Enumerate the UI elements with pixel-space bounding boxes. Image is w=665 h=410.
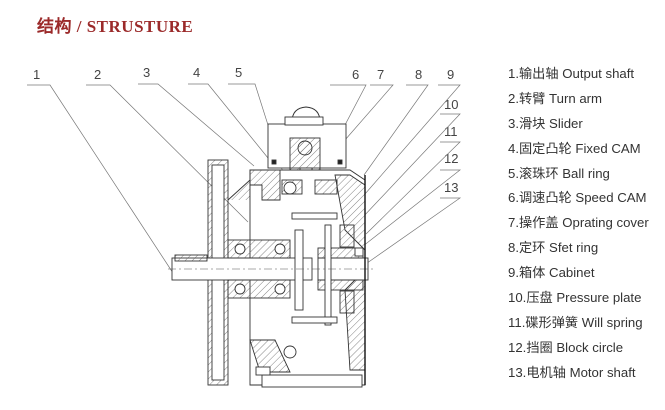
- bearing-upper: [227, 239, 291, 259]
- block-circle: [354, 247, 364, 257]
- legend-item: 12.挡圈 Block circle: [508, 336, 649, 361]
- leader-line-12: [357, 169, 462, 251]
- callout-7: 7: [377, 67, 384, 82]
- legend-en: Sfet ring: [549, 240, 599, 256]
- leader-line-3: [138, 83, 255, 167]
- legend-num: 4.: [508, 140, 519, 156]
- callout-10: 10: [444, 97, 458, 112]
- legend-item: 7.操作盖 Oprating cover: [508, 211, 649, 236]
- slider-ball: [297, 140, 313, 156]
- legend-zh: 滑块: [519, 115, 546, 131]
- legend-num: 5.: [508, 165, 519, 181]
- legend-en: Speed CAM: [575, 190, 647, 206]
- callout-2: 2: [94, 67, 101, 82]
- callout-4: 4: [193, 65, 200, 80]
- legend-en: Oprating cover: [562, 215, 649, 231]
- legend-num: 7.: [508, 215, 519, 231]
- legend-num: 1.: [508, 66, 519, 81]
- reducer-assembly: [171, 106, 369, 388]
- legend-en: Turn arm: [549, 90, 603, 106]
- legend-zh: 碟形弹簧: [525, 314, 579, 330]
- callout-6: 6: [352, 67, 359, 82]
- legend-num: 11.: [508, 314, 526, 330]
- legend-zh: 箱体: [519, 265, 546, 281]
- legend-item: 6.调速凸轮 Speed CAM: [508, 186, 649, 211]
- legend-num: 9.: [508, 265, 519, 281]
- callout-5: 5: [235, 65, 242, 80]
- leader-line-13: [359, 197, 462, 269]
- callout-12: 12: [444, 151, 458, 166]
- section-title: 结构 / STRUSTURE: [37, 17, 194, 36]
- callout-11: 11: [444, 124, 458, 139]
- legend-zh: 挡圈: [526, 339, 553, 355]
- legend-en: Fixed CAM: [575, 140, 641, 156]
- legend-zh: 定环: [519, 240, 546, 256]
- legend-item: 4.固定凸轮 Fixed CAM: [508, 137, 649, 162]
- legend-num: 6.: [508, 190, 519, 206]
- legend-zh: 电机轴: [526, 364, 566, 380]
- leader-line-10: [361, 113, 461, 219]
- legend-zh: 调速凸轮: [519, 190, 572, 206]
- legend-en: Will spring: [581, 314, 643, 330]
- legend-en: Ball ring: [562, 165, 610, 181]
- callout-labels: 1 2 3 4 5 6 7 8 9 10 11 12 13: [33, 65, 458, 195]
- leader-line-1: [27, 84, 174, 274]
- callout-13: 13: [444, 180, 458, 195]
- turn-arm: [294, 229, 304, 311]
- legend-num: 10.: [508, 290, 527, 306]
- speed-cam: [314, 179, 338, 195]
- legend-zh: 固定凸轮: [519, 140, 572, 156]
- leader-line-9: [357, 84, 461, 203]
- legend-en: Pressure plate: [556, 290, 642, 306]
- pressure-plate: [324, 224, 332, 326]
- legend-item: 11.碟形弹簧 Will spring: [508, 311, 649, 336]
- legend-en: Motor shaft: [569, 364, 636, 380]
- legend-item: 9.箱体 Cabinet: [508, 261, 649, 286]
- leader-line-11: [365, 141, 461, 235]
- legend-num: 2.: [508, 90, 519, 106]
- parts-legend: 1.输出轴 Output shaft 2.转臂 Turn arm 3.滑块 Sl…: [508, 62, 649, 386]
- legend-num: 12.: [508, 339, 527, 355]
- legend-item: 8.定环 Sfet ring: [508, 236, 649, 261]
- callout-9: 9: [447, 67, 454, 82]
- callout-3: 3: [143, 65, 150, 80]
- legend-en: Slider: [549, 115, 583, 131]
- legend-zh: 输出轴: [519, 66, 559, 81]
- bearing-lower: [227, 279, 291, 299]
- leader-line-7: [344, 84, 394, 141]
- ball-ring-bottom: [283, 345, 297, 359]
- legend-num: 8.: [508, 240, 519, 256]
- leader-line-8: [363, 84, 429, 176]
- legend-en: Cabinet: [549, 265, 595, 281]
- disc-springs-top: [339, 224, 355, 248]
- callout-1: 1: [33, 67, 40, 82]
- legend-zh: 转臂: [519, 90, 546, 106]
- leader-line-2: [86, 84, 249, 223]
- legend-item: 5.滚珠环 Ball ring: [508, 162, 649, 187]
- legend-en: Output shaft: [562, 66, 635, 81]
- legend-item: 3.滑块 Slider: [508, 112, 649, 137]
- callout-8: 8: [415, 67, 422, 82]
- legend-item: 13.电机轴 Motor shaft: [508, 361, 649, 386]
- leader-line-4: [188, 83, 269, 159]
- leader-lines: [27, 83, 462, 274]
- legend-zh: 滚珠环: [519, 165, 559, 181]
- legend-num: 3.: [508, 115, 519, 131]
- ball-ring-top: [283, 181, 297, 195]
- legend-item: 10.压盘 Pressure plate: [508, 286, 649, 311]
- legend-zh: 操作盖: [519, 215, 559, 231]
- legend-num: 13.: [508, 364, 527, 380]
- legend-zh: 压盘: [526, 290, 553, 306]
- legend-en: Block circle: [556, 339, 624, 355]
- disc-springs-bottom: [339, 290, 355, 314]
- legend-item: 2.转臂 Turn arm: [508, 87, 649, 112]
- legend-item: 1.输出轴 Output shaft: [508, 62, 649, 87]
